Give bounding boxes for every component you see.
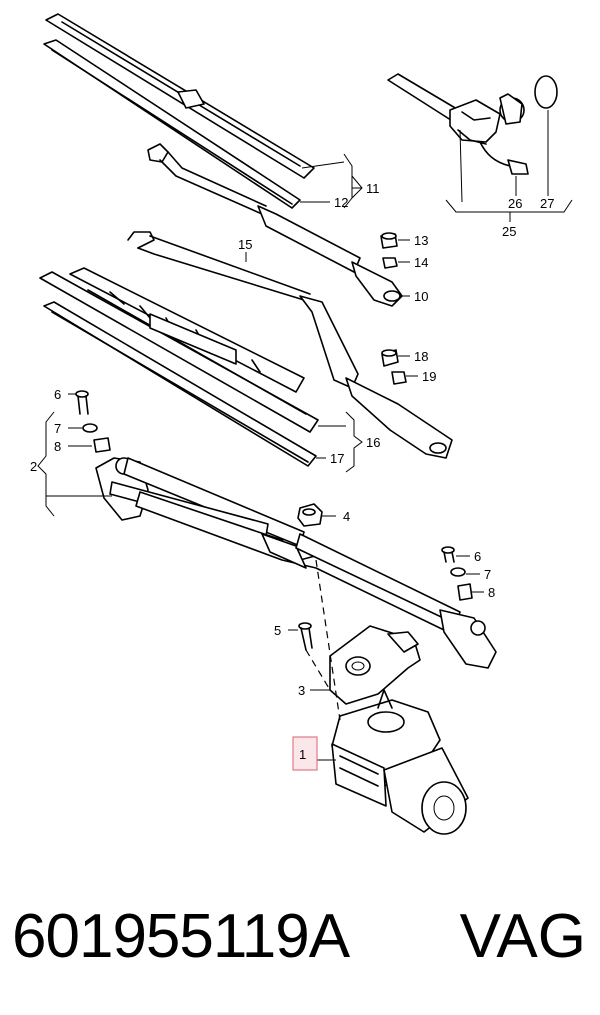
label-10: 10 bbox=[414, 289, 428, 304]
wiper-system-exploded-diagram: 1 2 3 4 5 6 6 7 7 8 8 10 11 12 13 14 15 … bbox=[30, 13, 573, 835]
label-11: 11 bbox=[366, 181, 380, 196]
right-bolt-stack bbox=[441, 546, 473, 601]
lower-wiper-arm bbox=[127, 231, 453, 459]
highlight-box-item-1 bbox=[292, 736, 318, 771]
nut-14 bbox=[382, 257, 398, 269]
cap-13 bbox=[380, 232, 398, 249]
label-3: 3 bbox=[298, 683, 305, 698]
label-16: 16 bbox=[366, 435, 380, 450]
label-26: 26 bbox=[508, 196, 522, 211]
label-8-right: 8 bbox=[488, 585, 495, 600]
nut-19 bbox=[391, 371, 407, 385]
dash-link-plate bbox=[305, 649, 331, 691]
label-2: 2 bbox=[30, 459, 37, 474]
label-5: 5 bbox=[274, 623, 281, 638]
rubber-mount-4 bbox=[297, 503, 323, 527]
label-27: 27 bbox=[540, 196, 554, 211]
upper-wiper-arm bbox=[147, 143, 403, 307]
part-number: 601955119A bbox=[12, 902, 350, 971]
label-13: 13 bbox=[414, 233, 428, 248]
label-7-right: 7 bbox=[484, 567, 491, 582]
label-19: 19 bbox=[422, 369, 436, 384]
label-18: 18 bbox=[414, 349, 428, 364]
label-14: 14 bbox=[414, 255, 428, 270]
brand-name: VAG bbox=[459, 902, 586, 971]
bolt-5 bbox=[298, 622, 313, 651]
left-bolt-stack bbox=[75, 390, 111, 453]
label-17: 17 bbox=[330, 451, 344, 466]
upper-wiper-blade bbox=[43, 13, 315, 209]
label-15: 15 bbox=[238, 237, 252, 252]
label-6-left: 6 bbox=[54, 387, 61, 402]
wiper-linkage-frame-2 bbox=[95, 457, 497, 669]
leader-lines bbox=[37, 110, 573, 761]
mounting-plate-3 bbox=[329, 625, 421, 705]
label-25: 25 bbox=[502, 224, 516, 239]
label-12: 12 bbox=[334, 195, 348, 210]
wiper-motor-1 bbox=[331, 689, 469, 835]
label-6-right: 6 bbox=[474, 549, 481, 564]
label-4: 4 bbox=[343, 509, 350, 524]
label-1: 1 bbox=[299, 747, 306, 762]
cap-18 bbox=[381, 349, 399, 367]
middle-wiper-blade bbox=[39, 267, 319, 467]
dash-link-motor bbox=[315, 559, 341, 721]
washer-nozzle-assembly-25 bbox=[387, 73, 558, 175]
footer: 601955119A VAG bbox=[0, 892, 600, 982]
label-8-left: 8 bbox=[54, 439, 61, 454]
label-7-left: 7 bbox=[54, 421, 61, 436]
